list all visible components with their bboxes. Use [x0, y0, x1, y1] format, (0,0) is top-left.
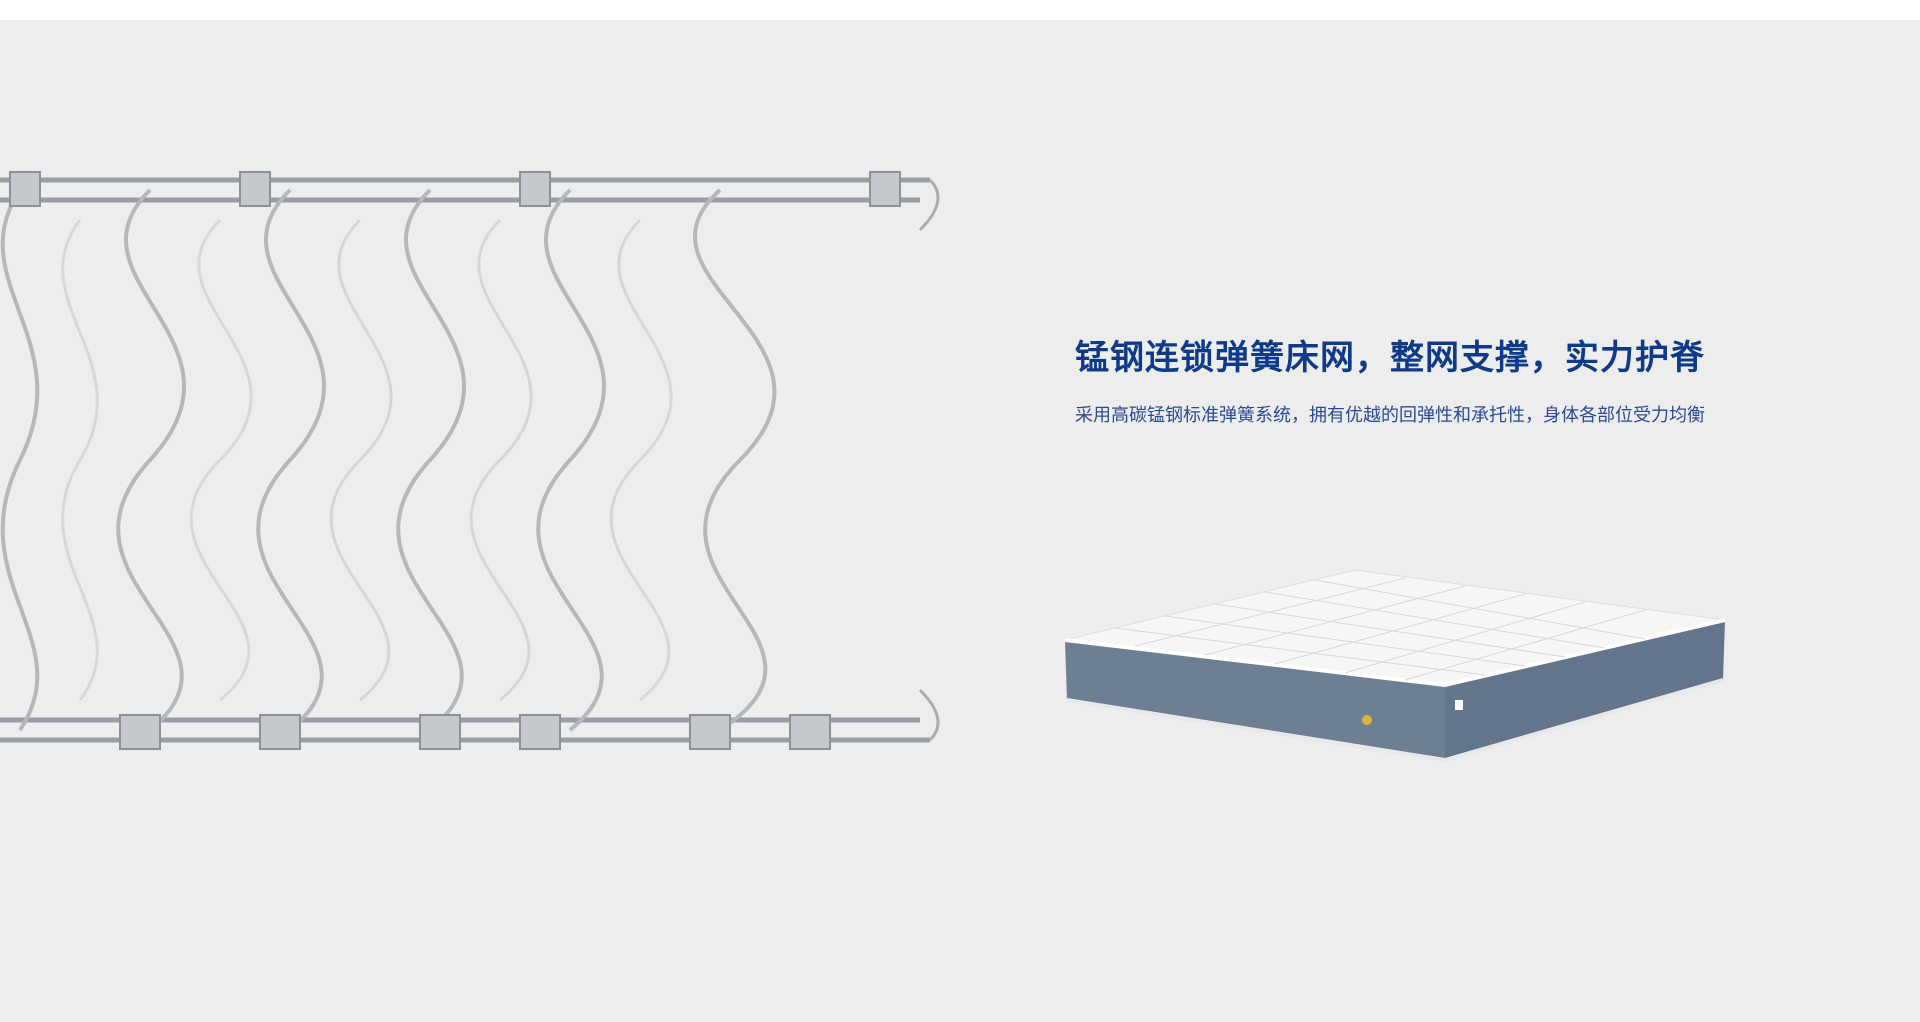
mattress-image: [1064, 569, 1726, 763]
spring-unit-image: [0, 171, 940, 750]
feature-panel: 锰钢连锁弹簧床网，整网支撑，实力护脊 采用高碳锰钢标准弹簧系统，拥有优越的回弹性…: [0, 20, 1920, 1022]
feature-title: 锰钢连锁弹簧床网，整网支撑，实力护脊: [1075, 338, 1705, 378]
label-tag-icon: [1455, 700, 1463, 710]
brand-badge-icon: [1362, 715, 1372, 725]
feature-copy: 锰钢连锁弹簧床网，整网支撑，实力护脊 采用高碳锰钢标准弹簧系统，拥有优越的回弹性…: [1030, 330, 1750, 427]
feature-subtitle: 采用高碳锰钢标准弹簧系统，拥有优越的回弹性和承托性，身体各部位受力均衡: [1075, 405, 1705, 426]
